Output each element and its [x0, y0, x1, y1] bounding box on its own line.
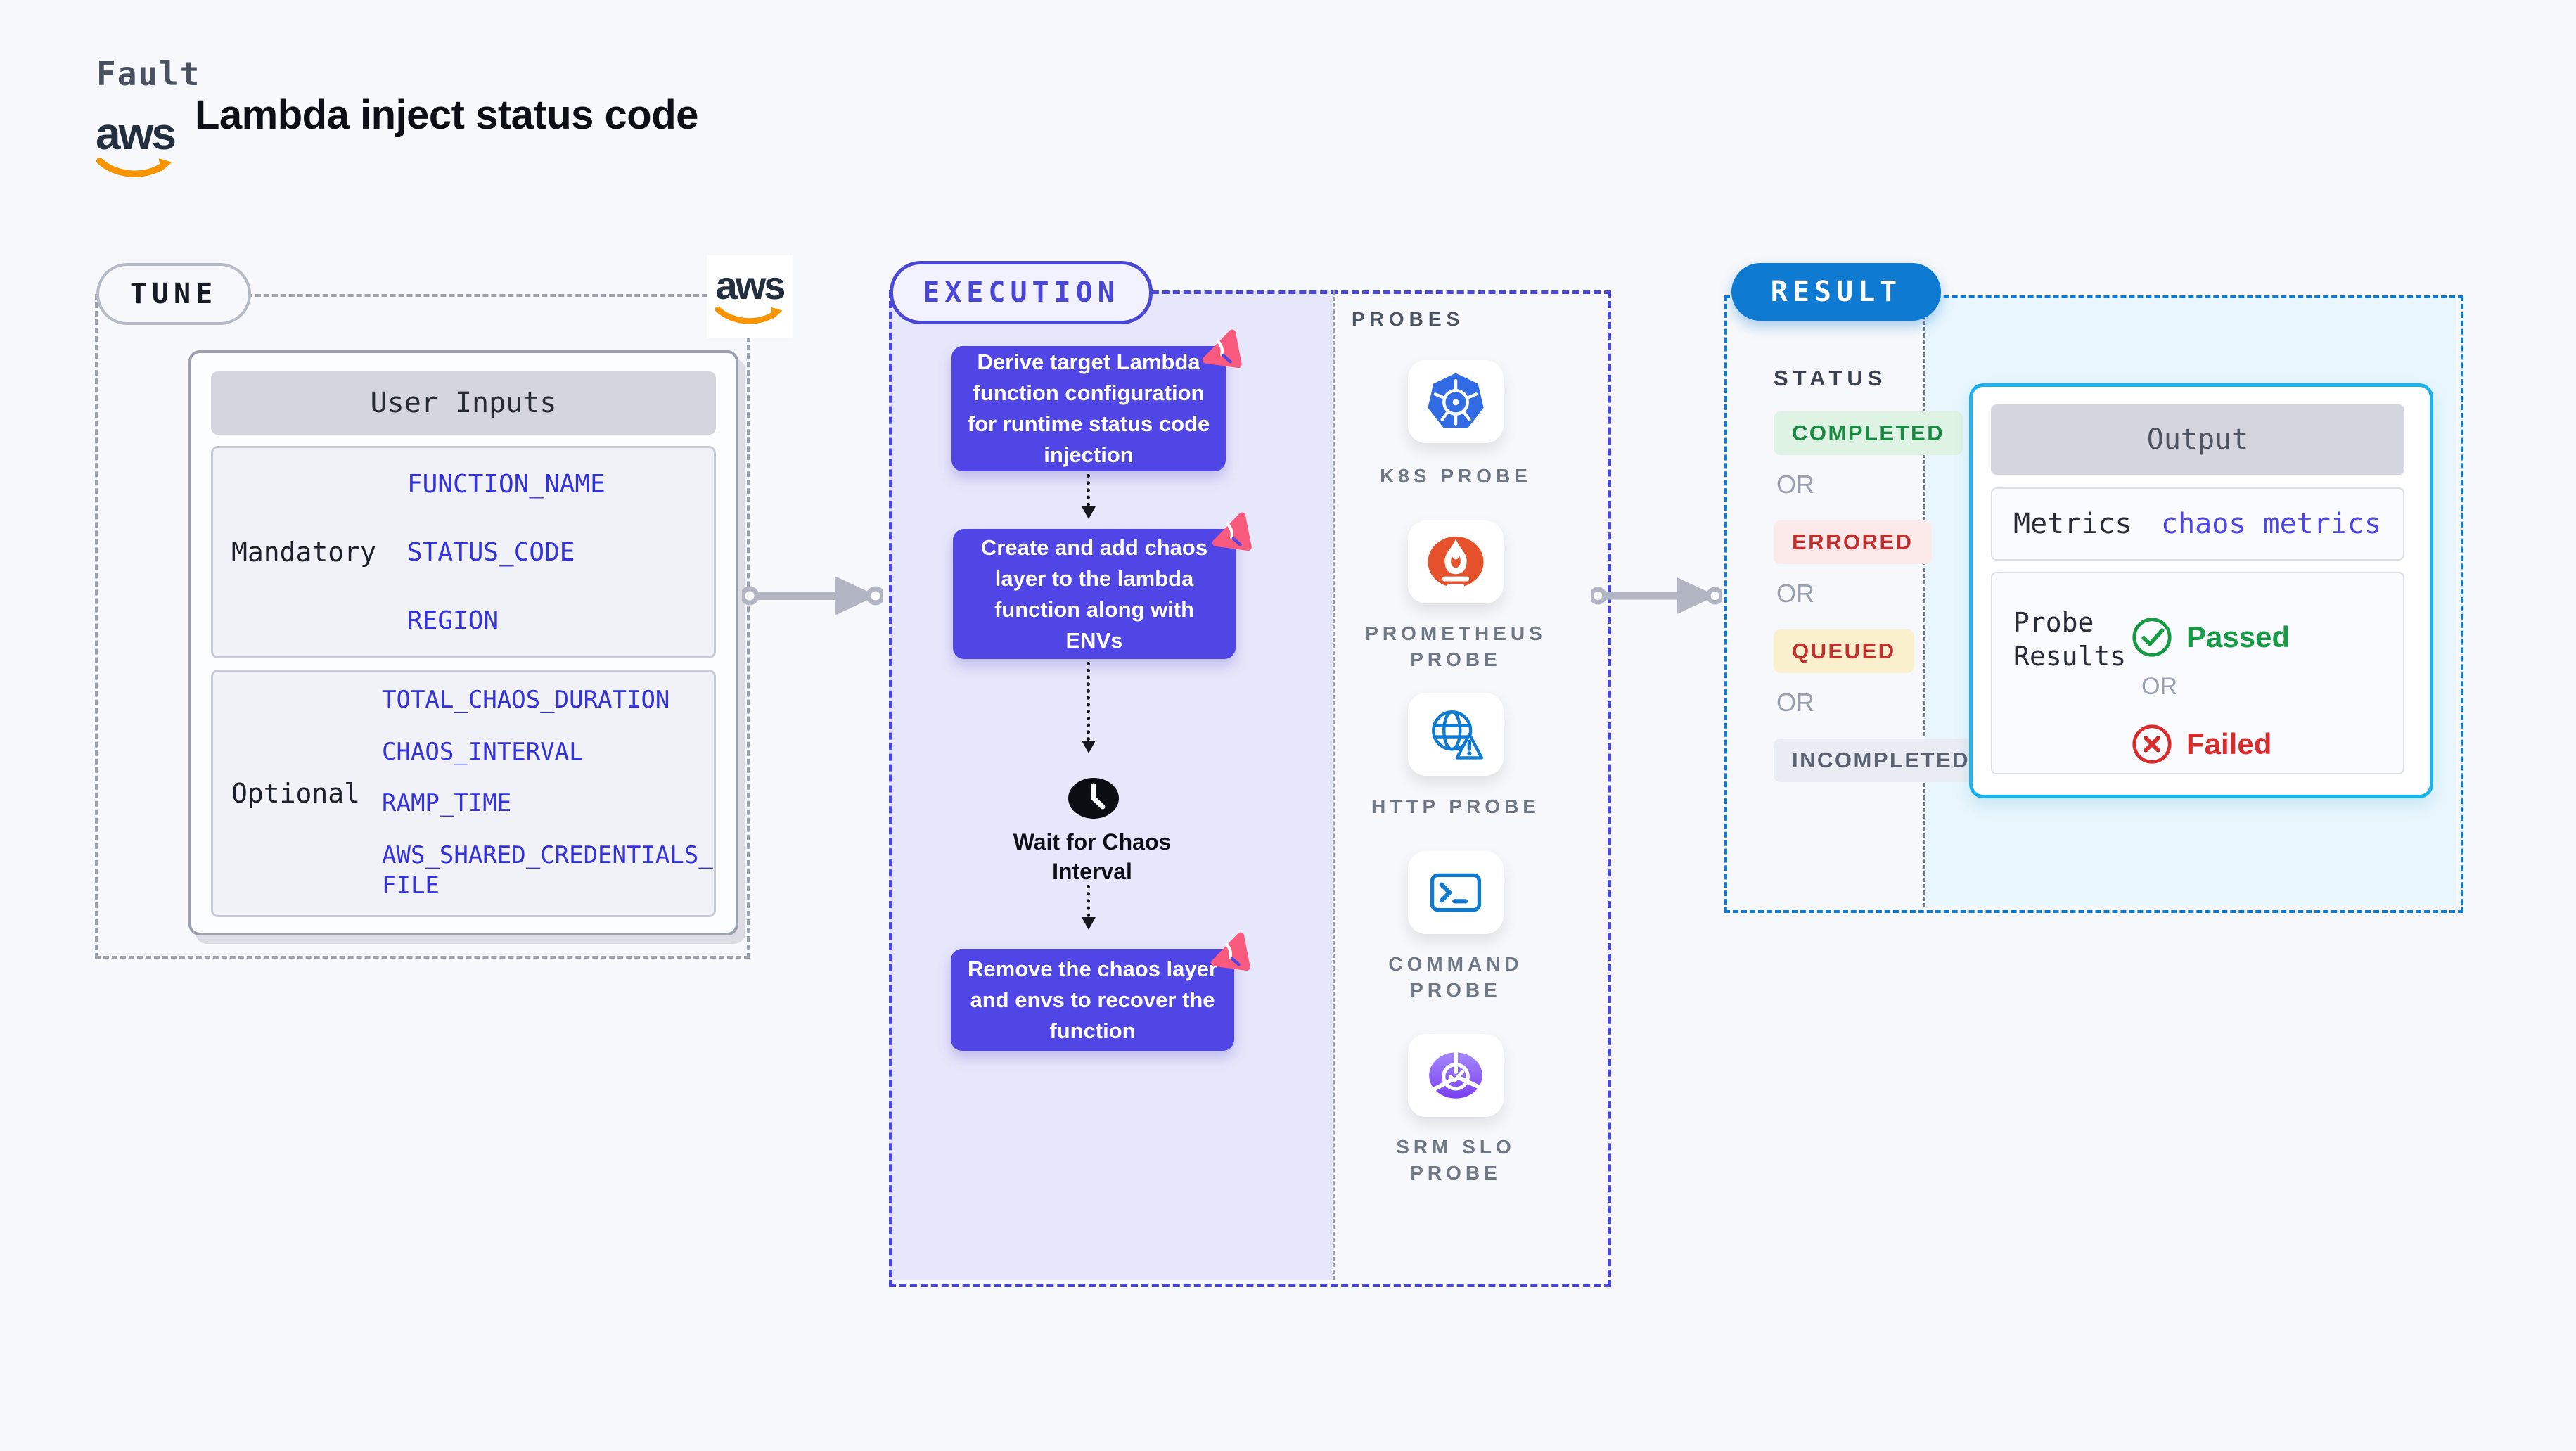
step-add-chaos-layer: Create and add chaos layer to the lambda…	[953, 512, 1252, 659]
flow-arrow	[1082, 885, 1096, 930]
probe-label: SRM SLO PROBE	[1396, 1136, 1516, 1184]
output-card: Output Metrics chaos metrics Probe Resul…	[1969, 383, 2433, 798]
flow-arrow	[1082, 662, 1096, 753]
flow-arrow	[1082, 474, 1096, 519]
env-var: AWS_SHARED_CREDENTIALS_FILE	[382, 840, 713, 900]
srm-slo-icon	[1429, 1047, 1482, 1099]
optional-label: Optional	[231, 778, 361, 809]
wait-for-chaos-label: Wait for Chaos Interval	[1013, 829, 1172, 884]
page-title: Lambda inject status code	[195, 92, 698, 138]
tune-section-frame	[95, 294, 750, 959]
or-label: OR	[1776, 688, 1814, 717]
check-circle-icon	[2132, 618, 2172, 657]
probe-label: HTTP PROBE	[1371, 795, 1540, 817]
step-derive-config: Derive target Lambda function configurat…	[951, 329, 1242, 471]
user-inputs-header: User Inputs	[211, 371, 716, 435]
probe-http	[1408, 693, 1504, 776]
failed-label: Failed	[2186, 727, 2272, 760]
status-badge-errored: ERRORED	[1774, 520, 1932, 564]
aws-smile-icon	[715, 306, 783, 324]
mandatory-vars: FUNCTION_NAME STATUS_CODE REGION	[407, 470, 714, 635]
step-text: Derive target Lambda function configurat…	[967, 350, 1210, 467]
metrics-row: Metrics chaos metrics	[1991, 487, 2404, 561]
probe-prometheus	[1408, 520, 1504, 603]
aws-logo: aws	[94, 111, 177, 181]
execution-pill: EXECUTION	[890, 261, 1153, 324]
probe-results-label: Probe Results	[2013, 607, 2127, 672]
result-divider	[1923, 295, 1925, 907]
passed-label: Passed	[2186, 620, 2290, 653]
probe-results-row: Probe Results Passed OR Failed	[1991, 572, 2404, 774]
probes-heading: PROBES	[1352, 308, 1465, 330]
user-inputs-card: User Inputs Mandatory FUNCTION_NAME STAT…	[188, 350, 738, 935]
probe-k8s	[1408, 360, 1504, 443]
env-var: STATUS_CODE	[407, 537, 575, 567]
chaos-fault-icon	[1210, 932, 1250, 971]
env-var: RAMP_TIME	[382, 789, 512, 818]
step-text: Remove the chaos layer and envs to recov…	[968, 956, 1217, 1043]
probe-label: PROMETHEUS PROBE	[1365, 622, 1546, 670]
execution-section-frame	[889, 290, 1611, 1287]
status-badge-incompleted: INCOMPLETED	[1774, 739, 1989, 782]
env-var: REGION	[407, 606, 499, 635]
step-text: Create and add chaos layer to the lambda…	[980, 535, 1208, 653]
step-remove-chaos-layer: Remove the chaos layer and envs to recov…	[951, 932, 1250, 1051]
http-globe-warning-icon	[1432, 710, 1484, 760]
metrics-label: Metrics	[2013, 508, 2132, 540]
fault-eyebrow: Fault	[96, 55, 201, 93]
status-badge-queued: QUEUED	[1774, 629, 1914, 673]
x-circle-icon	[2132, 724, 2172, 764]
probe-failed-line: Failed	[2130, 722, 2271, 766]
prometheus-icon	[1428, 536, 1484, 588]
optional-group: Optional TOTAL_CHAOS_DURATION CHAOS_INTE…	[211, 670, 716, 917]
tune-pill: TUNE	[96, 263, 251, 325]
aws-smile-icon	[96, 158, 172, 177]
aws-corner-logo-text: aws	[715, 263, 786, 307]
wait-clock-icon	[1062, 776, 1125, 824]
aws-corner-logo: aws	[707, 255, 793, 338]
result-pill: RESULT	[1731, 263, 1941, 321]
or-label: OR	[1776, 470, 1814, 499]
result-section-frame	[1724, 295, 2463, 913]
chaos-fault-icon	[1212, 512, 1252, 551]
probe-command	[1408, 851, 1504, 934]
mandatory-label: Mandatory	[231, 537, 376, 568]
probe-label: K8S PROBE	[1380, 465, 1532, 487]
tune-to-execution-arrow	[742, 576, 883, 615]
probe-srm-slo	[1408, 1034, 1504, 1117]
probes-divider	[1333, 290, 1335, 1280]
kubernetes-icon	[1428, 373, 1484, 428]
or-label: OR	[2141, 673, 2177, 700]
metrics-value: chaos metrics	[2161, 508, 2382, 540]
probe-label: COMMAND PROBE	[1388, 953, 1523, 1001]
env-var: TOTAL_CHAOS_DURATION	[382, 686, 670, 715]
or-label: OR	[1776, 579, 1814, 608]
env-var: FUNCTION_NAME	[407, 469, 605, 499]
terminal-icon	[1430, 873, 1482, 912]
status-heading: STATUS	[1774, 366, 1888, 390]
chaos-fault-icon	[1202, 329, 1242, 369]
output-header: Output	[1991, 404, 2404, 475]
mandatory-group: Mandatory FUNCTION_NAME STATUS_CODE REGI…	[211, 446, 716, 658]
status-badge-completed: COMPLETED	[1774, 411, 1963, 455]
probe-passed-line: Passed	[2130, 615, 2290, 659]
aws-logo-text: aws	[96, 108, 177, 159]
optional-vars: TOTAL_CHAOS_DURATION CHAOS_INTERVAL RAMP…	[382, 685, 714, 902]
execution-to-result-arrow	[1591, 577, 1722, 615]
env-var: CHAOS_INTERVAL	[382, 737, 584, 766]
